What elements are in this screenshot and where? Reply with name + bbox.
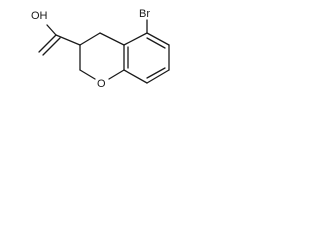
ring-oxygen-label: O bbox=[97, 78, 106, 90]
bond-c2-o1 bbox=[79, 69, 96, 80]
bond-c4-c4a bbox=[99, 32, 125, 46]
bond-c8-c8a bbox=[123, 69, 148, 84]
chemical-structure: OH O Br bbox=[31, 8, 170, 90]
bond-carbonyl-carbon-oxygen-2 bbox=[42, 37, 61, 56]
bond-c7-c8 bbox=[146, 69, 170, 84]
bond-c7-c8-inner bbox=[146, 67, 166, 79]
bond-c5-c6 bbox=[146, 32, 170, 46]
bond-carbonyl-to-ring-carbon bbox=[55, 34, 81, 46]
hydroxyl-label: OH bbox=[31, 10, 48, 22]
bond-o1-c8a bbox=[108, 69, 125, 80]
bond-carbonyl-carbon-oxygen-1 bbox=[38, 34, 57, 53]
bond-oh-carbonyl bbox=[46, 24, 57, 36]
bond-c5-c6-inner bbox=[146, 37, 166, 49]
bromine-label: Br bbox=[139, 8, 150, 20]
bond-lines bbox=[38, 19, 170, 84]
bond-c3-c4 bbox=[79, 32, 101, 46]
bond-c4a-c5 bbox=[123, 32, 148, 46]
